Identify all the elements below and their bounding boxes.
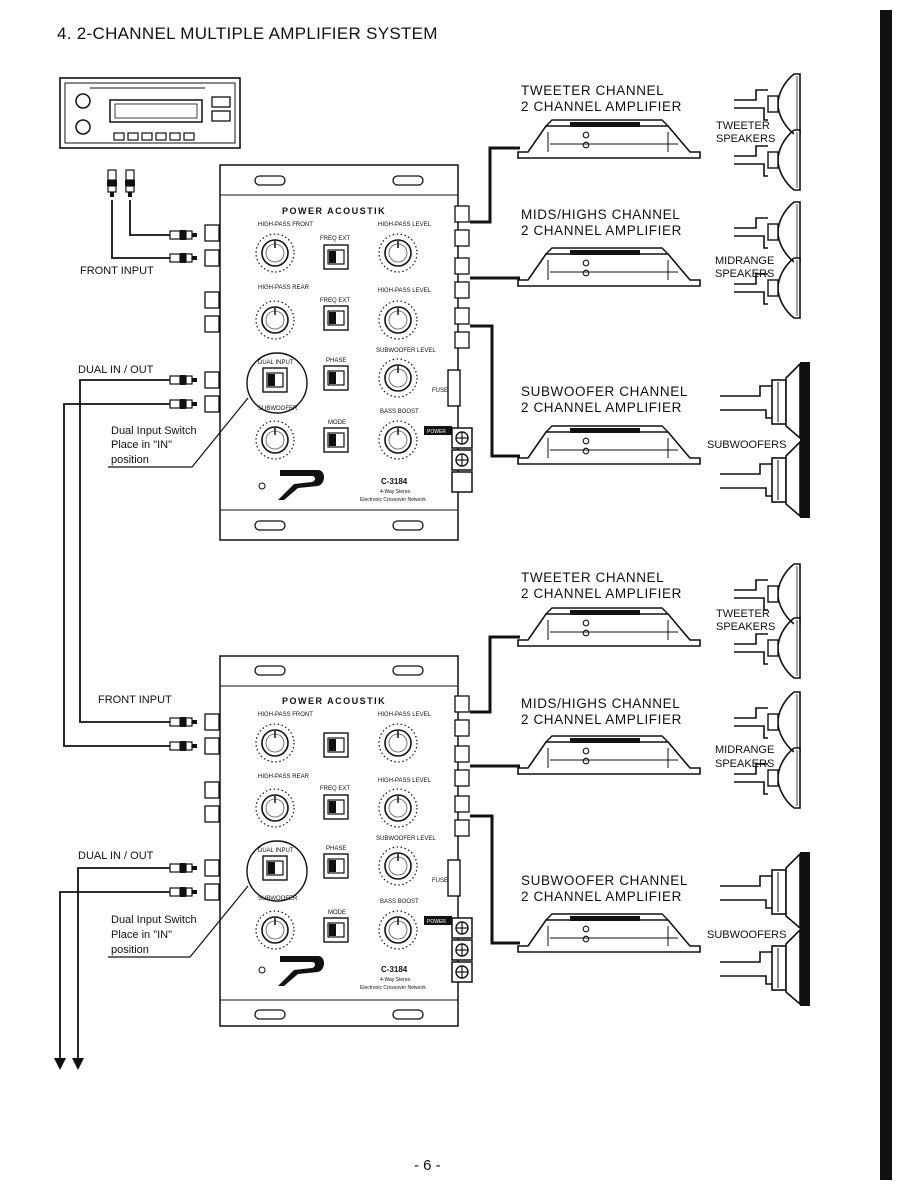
mids-channel-label-2: MIDS/HIGHS CHANNEL xyxy=(521,696,680,711)
note-2-line3: position xyxy=(111,944,149,956)
label-highpass-rear-2: HIGH-PASS REAR xyxy=(258,774,310,780)
label-hp-level-1: HIGH-PASS LEVEL xyxy=(378,222,432,228)
label-freq-ext-1b: FREQ EXT xyxy=(320,298,350,304)
label-fuse-2: FUSE xyxy=(432,878,448,884)
mid-speaker-2a xyxy=(733,691,801,753)
note-2-line1: Dual Input Switch xyxy=(111,914,197,926)
label-dual-input-1: DUAL INPUT xyxy=(258,360,294,366)
crossover-unit-2: POWER ACOUSTIK HIGH-PASS FRONT HIGH-PASS… xyxy=(204,655,473,1027)
label-freq-ext-1a: FREQ EXT xyxy=(320,236,350,242)
model-desc-1: Electronic Crossover Network xyxy=(360,497,426,503)
label-highpass-front-1: HIGH-PASS FRONT xyxy=(258,222,313,228)
mid-speaker-1a xyxy=(733,201,801,263)
tweeter-speakers-label-2b: SPEAKERS xyxy=(716,621,775,633)
label-freq-ext-2: FREQ EXT xyxy=(320,786,350,792)
model-number-2: C-3184 xyxy=(381,965,408,974)
brand-logo-1: POWER ACOUSTIK xyxy=(282,206,386,216)
sub-channel-label-1: SUBWOOFER CHANNEL xyxy=(521,384,688,399)
midrange-label-1b: SPEAKERS xyxy=(715,268,774,280)
sub-amp-1 xyxy=(517,425,701,465)
model-sub-2: 4-Way Stereo xyxy=(380,977,411,983)
label-subwoofer-2: SUBWOOFER xyxy=(258,896,298,902)
tweeter-speakers-label-1b: SPEAKERS xyxy=(716,133,775,145)
sub-amp-2 xyxy=(517,913,701,953)
midrange-label-2a: MIDRANGE xyxy=(715,744,774,756)
subwoofers-label-1: SUBWOOFERS xyxy=(707,439,786,451)
label-subwoofer-1: SUBWOOFER xyxy=(258,406,298,412)
label-bass-boost-2: BASS BOOST xyxy=(380,899,419,905)
note-1-line2: Place in "IN" xyxy=(111,439,172,451)
amp-label-3: 2 CHANNEL AMPLIFIER xyxy=(521,400,682,415)
arrow-down-icon xyxy=(72,1058,84,1070)
label-phase-2: PHASE xyxy=(326,846,346,852)
sub-channel-label-2: SUBWOOFER CHANNEL xyxy=(521,873,688,888)
note-1-line1: Dual Input Switch xyxy=(111,425,197,437)
midrange-label-2b: SPEAKERS xyxy=(715,758,774,770)
note-1-line3: position xyxy=(111,454,149,466)
head-unit-rca-outputs xyxy=(106,169,175,259)
label-power-1: POWER xyxy=(427,429,446,435)
dual-in-out-label-1: DUAL IN / OUT xyxy=(78,364,154,376)
tweeter-amp-1 xyxy=(517,119,701,159)
mids-amp-1 xyxy=(517,247,701,287)
label-highpass-rear-1: HIGH-PASS REAR xyxy=(258,285,310,291)
label-sub-level-2: SUBWOOFER LEVEL xyxy=(376,836,436,842)
dual-in-out-label-2: DUAL IN / OUT xyxy=(78,850,154,862)
amp-label-1: 2 CHANNEL AMPLIFIER xyxy=(521,99,682,114)
label-phase-1: PHASE xyxy=(326,358,346,364)
label-hp-level-rear-1: HIGH-PASS LEVEL xyxy=(378,288,432,294)
label-hp-level-2: HIGH-PASS LEVEL xyxy=(378,712,432,718)
label-bass-boost-1: BASS BOOST xyxy=(380,409,419,415)
mids-channel-label-1: MIDS/HIGHS CHANNEL xyxy=(521,207,680,222)
arrow-down-icon xyxy=(54,1058,66,1070)
mid-speaker-1b xyxy=(733,257,801,319)
mids-amp-2 xyxy=(517,735,701,775)
head-unit xyxy=(59,77,241,149)
label-mode-1: MODE xyxy=(328,420,346,426)
amp-label-2: 2 CHANNEL AMPLIFIER xyxy=(521,223,682,238)
tweeter-speakers-label-1a: TWEETER xyxy=(716,120,770,132)
amp-label-4: 2 CHANNEL AMPLIFIER xyxy=(521,586,682,601)
label-power-2: POWER xyxy=(427,919,446,925)
midrange-label-1a: MIDRANGE xyxy=(715,255,774,267)
subwoofer-2a xyxy=(719,851,811,931)
label-sub-level-1: SUBWOOFER LEVEL xyxy=(376,348,436,354)
front-input-label-2: FRONT INPUT xyxy=(98,694,172,706)
page-edge-bar xyxy=(880,10,892,1180)
dual-input-highlight-1 xyxy=(246,352,308,414)
tweeter-amp-2 xyxy=(517,607,701,647)
page-number: - 6 - xyxy=(414,1157,441,1174)
tweeter-channel-label-2: TWEETER CHANNEL xyxy=(521,570,664,585)
tweeter-channel-label-1: TWEETER CHANNEL xyxy=(521,83,664,98)
label-hp-level-rear-2: HIGH-PASS LEVEL xyxy=(378,778,432,784)
page-title: 4. 2-CHANNEL MULTIPLE AMPLIFIER SYSTEM xyxy=(57,24,438,43)
model-sub-1: 4-Way Stereo xyxy=(380,489,411,495)
dual-input-highlight-2 xyxy=(246,840,308,902)
label-fuse-1: FUSE xyxy=(432,388,448,394)
mid-speaker-2b xyxy=(733,747,801,809)
tweeter-speakers-label-2a: TWEETER xyxy=(716,608,770,620)
crossover-unit-1: POWER ACOUSTIK HIGH-PASS FRONT HIGH-PASS… xyxy=(204,164,473,541)
subwoofer-1a xyxy=(719,361,811,441)
brand-logo-2: POWER ACOUSTIK xyxy=(282,696,386,706)
amp-label-5: 2 CHANNEL AMPLIFIER xyxy=(521,712,682,727)
note-2-line2: Place in "IN" xyxy=(111,929,172,941)
subwoofer-1b xyxy=(719,439,811,519)
model-desc-2: Electronic Crossover Network xyxy=(360,985,426,991)
model-number-1: C-3184 xyxy=(381,477,408,486)
subwoofers-label-2: SUBWOOFERS xyxy=(707,929,786,941)
amp-label-6: 2 CHANNEL AMPLIFIER xyxy=(521,889,682,904)
label-highpass-front-2: HIGH-PASS FRONT xyxy=(258,712,313,718)
label-mode-2: MODE xyxy=(328,910,346,916)
front-input-label-1: FRONT INPUT xyxy=(80,265,154,277)
label-dual-input-2: DUAL INPUT xyxy=(258,848,294,854)
